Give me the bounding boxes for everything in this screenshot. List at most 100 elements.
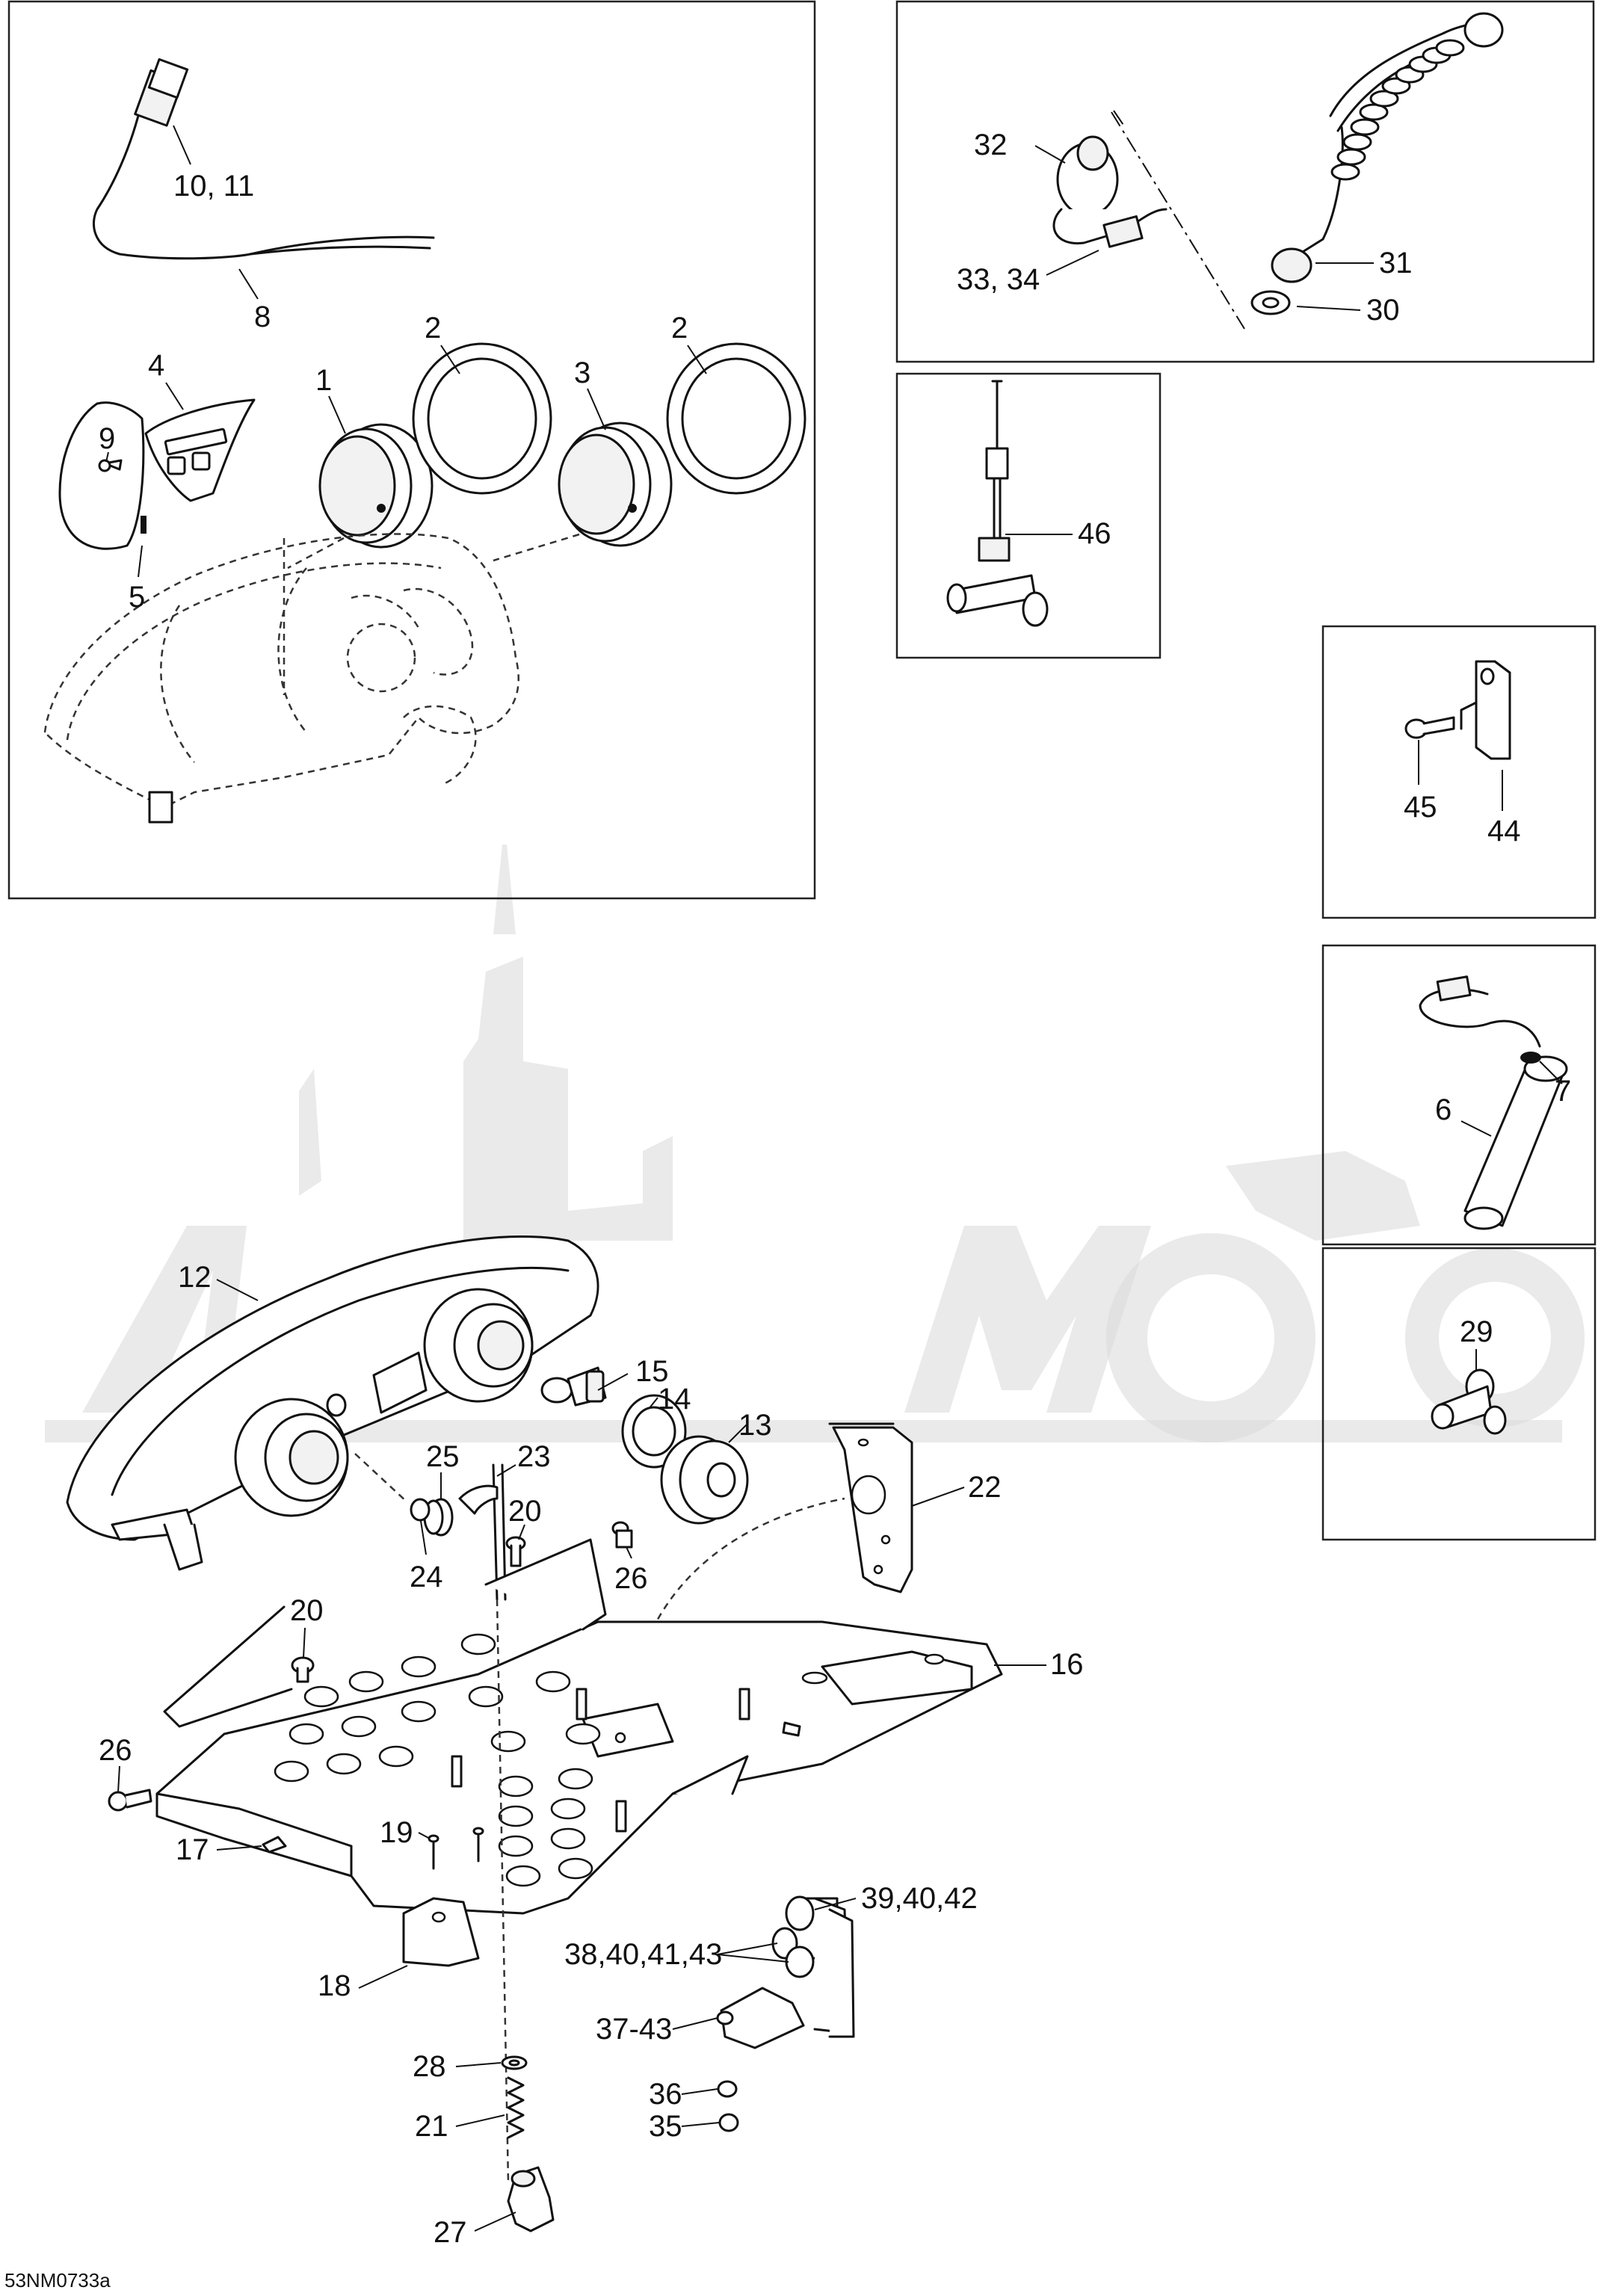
leader-5 [138,545,143,578]
callout-2a: 2 [425,312,441,345]
retainer-14 [621,1394,687,1469]
callout-15: 15 [635,1355,669,1388]
callout-6: 6 [1435,1093,1452,1126]
callout-7: 7 [1555,1075,1571,1108]
leader-38-43b [717,1954,789,1963]
leader-7 [1539,1061,1563,1084]
leader-18 [358,1965,408,1989]
cover-5 [58,401,146,550]
callout-39-42: 39,40,42 [861,1882,978,1915]
callout-28: 28 [413,2050,446,2083]
leader-38-43a [717,1942,778,1955]
ring-2-right [666,342,806,495]
washer-28 [501,2055,528,2070]
watermark-logo [45,845,1585,1442]
leader-15 [597,1373,629,1391]
leader-32 [1034,145,1066,164]
leader-9 [105,451,109,463]
bezel-4 [144,398,256,502]
leader-39-42 [814,1898,857,1910]
bracket-18 [402,1897,480,1967]
callout-13: 13 [738,1409,772,1442]
wiring-harness-8 [92,58,435,260]
callout-36: 36 [649,2078,682,2111]
plate-studs [451,1688,801,1833]
cluster-housing-outline [43,533,519,824]
switch-29 [1431,1368,1507,1435]
callout-18: 18 [318,1969,351,2002]
callout-27: 27 [434,2216,467,2249]
gauge-3 [558,422,673,547]
callout-2b: 2 [671,312,688,345]
bulb-15 [540,1366,607,1407]
leader-20a [518,1524,525,1540]
axis-line-tether [1111,111,1245,330]
callout-26a: 26 [614,1562,648,1595]
washer-36 [717,2080,738,2098]
callout-38-43: 38,40,41,43 [564,1938,722,1971]
callout-24: 24 [410,1561,443,1593]
bracket-22 [828,1422,913,1593]
panel-fuel-sender-6-7 [1321,944,1597,1246]
callout-9: 9 [99,422,115,455]
callout-8: 8 [254,300,271,333]
callout-23: 23 [517,1440,551,1473]
callout-25: 25 [426,1440,460,1473]
leader-6 [1460,1120,1492,1137]
callout-20b: 20 [290,1594,324,1627]
callout-20a: 20 [508,1495,542,1528]
leader-36 [681,2088,718,2095]
screw-26-top [611,1521,633,1549]
leader-13 [728,1423,748,1443]
callout-12: 12 [178,1261,212,1294]
leader-37-43 [672,2017,718,2030]
leader-10-11 [173,125,191,165]
screw-26-left [108,1789,152,1812]
callout-5: 5 [129,581,145,614]
callout-17: 17 [176,1833,209,1866]
tether-cord-31 [1271,12,1504,283]
dashed-line-gauge1 [287,537,345,570]
leader-2a [440,345,460,374]
leader-26a [626,1546,632,1559]
callout-29: 29 [1460,1315,1493,1348]
rivets-19 [428,1827,484,1870]
callout-30: 30 [1366,294,1400,327]
callout-3: 3 [574,357,590,389]
callout-16: 16 [1050,1648,1084,1681]
callout-26b: 26 [99,1734,132,1767]
coil-loops [1330,39,1465,181]
support-plate-16 [155,1538,1003,1915]
bumper-17 [262,1836,287,1854]
panel-instrument-cluster [7,0,816,900]
leader-24 [420,1520,427,1555]
dashed-line-24 [354,1453,408,1503]
leader-3 [587,388,606,430]
leader-14 [648,1397,658,1410]
leader-2b [687,345,707,374]
screw-45 [1404,716,1455,739]
grommet-7 [1520,1052,1541,1064]
leader-4 [165,382,184,410]
leader-30 [1296,306,1361,311]
bracket-44 [1460,660,1511,760]
plate-holes [274,1633,945,1887]
panel-sensor-46 [895,372,1162,659]
dashed-line-gauge3 [493,533,580,562]
leader-8 [238,268,259,300]
panel-switch-29 [1321,1247,1597,1541]
leader-27 [474,2212,516,2232]
leader-20b [303,1627,306,1658]
panel-tether-cord [895,0,1595,363]
screw-20-left [291,1656,315,1683]
callout-31: 31 [1379,247,1413,280]
leader-12 [216,1279,259,1301]
diagram-id: 53NM0733a [4,2269,111,2292]
clip-24 [410,1498,431,1522]
callout-45: 45 [1404,791,1437,824]
gauge-1 [318,423,434,549]
callout-21: 21 [415,2110,448,2143]
callout-19: 19 [380,1816,413,1849]
leader-22 [911,1487,965,1507]
